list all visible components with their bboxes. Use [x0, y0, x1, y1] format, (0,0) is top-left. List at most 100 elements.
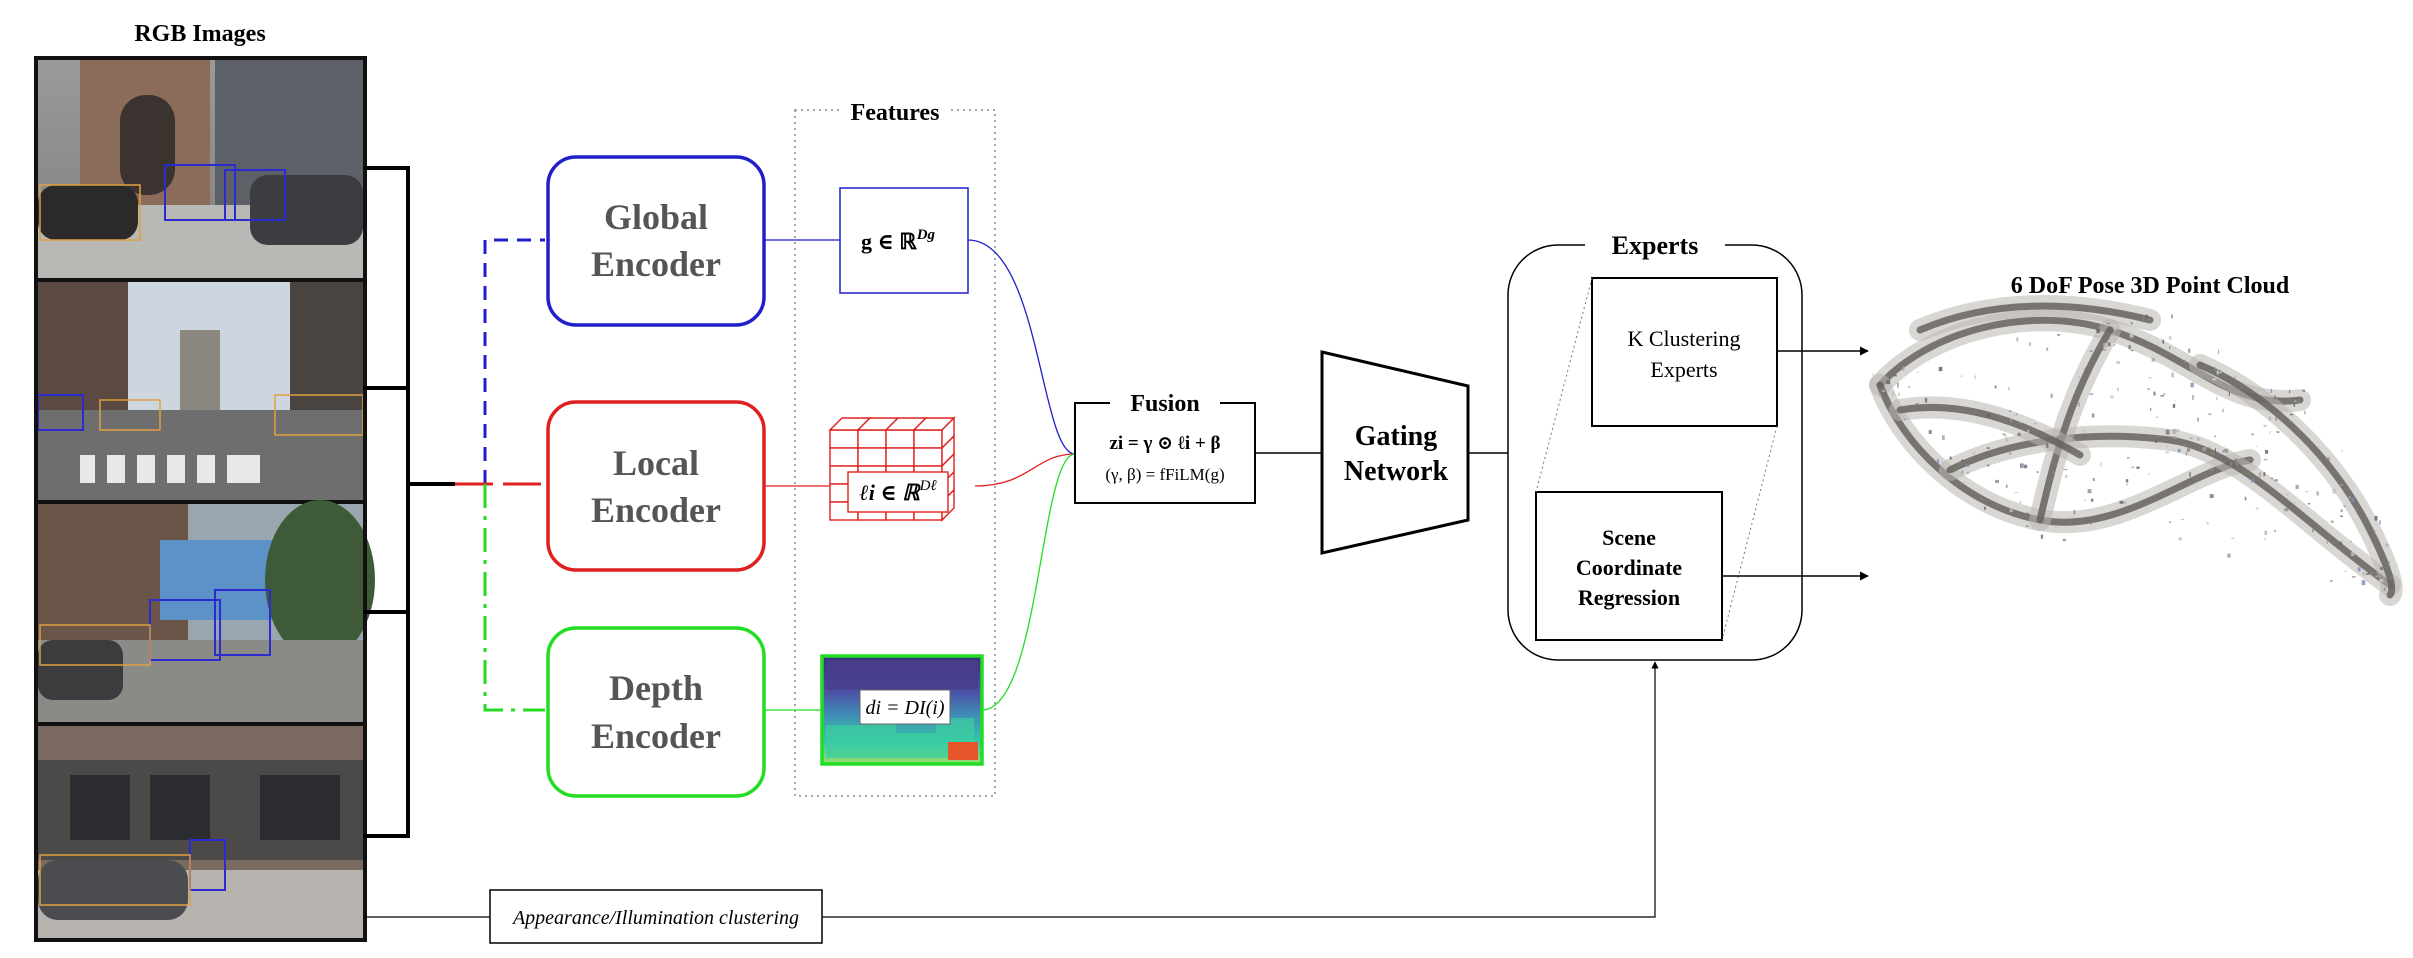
- cloud-point: [2008, 387, 2010, 391]
- cloud-street-core: [2196, 361, 2396, 599]
- cloud-point: [2250, 478, 2255, 483]
- global-encoder-line1: Global: [604, 197, 708, 237]
- tensor-cell: [857, 429, 887, 449]
- cloud-point: [2063, 469, 2068, 471]
- cloud-point: [2256, 445, 2258, 448]
- scr-line1: Scene: [1602, 525, 1656, 550]
- cloud-point: [2150, 407, 2152, 411]
- cloud-point: [2098, 324, 2100, 328]
- cloud-point: [2092, 478, 2095, 481]
- cloud-point: [1897, 392, 1900, 396]
- cloud-point: [2165, 444, 2169, 449]
- cloud-point: [2177, 448, 2181, 453]
- cloud-point: [2163, 430, 2166, 432]
- cloud-point: [2189, 472, 2191, 477]
- cloud-point: [2151, 358, 2156, 362]
- cloud-point: [2222, 449, 2225, 453]
- cloud-point: [2082, 428, 2086, 434]
- cloud-point: [2263, 472, 2266, 477]
- cloud-point: [2107, 342, 2111, 347]
- cloud-point: [2312, 529, 2314, 533]
- rgb-image-4: [38, 726, 363, 940]
- cloud-point: [2019, 501, 2022, 504]
- cloud-point: [2251, 433, 2254, 436]
- cloud-point: [2100, 461, 2102, 467]
- cloud-point: [2184, 359, 2186, 363]
- cloud-point: [2174, 399, 2176, 402]
- cloud-point: [2040, 534, 2044, 539]
- cloud-point: [2020, 463, 2024, 468]
- cloud-point: [2065, 475, 2068, 478]
- cloud-point: [2285, 493, 2289, 496]
- cloud-point: [2216, 370, 2219, 375]
- cloud-point: [2096, 328, 2100, 333]
- cloud-point: [2052, 471, 2055, 474]
- cloud-point: [2192, 395, 2194, 400]
- cloud-point: [2302, 389, 2305, 392]
- cloud-point: [2083, 499, 2086, 502]
- cloud-point: [2304, 410, 2306, 415]
- cloud-point: [1938, 366, 1943, 372]
- cloud-point: [2208, 446, 2211, 449]
- cloud-point: [1949, 456, 1952, 460]
- cloud-point: [1960, 375, 1963, 378]
- cloud-point: [2212, 378, 2217, 381]
- k-clustering-box: [1591, 277, 1778, 427]
- global-feature-sup: Dg: [916, 227, 936, 243]
- depth-encoder: Depth Encoder: [546, 626, 766, 798]
- cloud-point: [2292, 502, 2297, 504]
- cloud-point: [2178, 537, 2182, 541]
- fusion-title: Fusion: [1130, 391, 1199, 417]
- cloud-point: [2270, 388, 2273, 393]
- local-encoder: Local Encoder: [546, 400, 766, 572]
- tensor-cell: [885, 447, 915, 467]
- cloud-point: [2273, 530, 2276, 532]
- cloud-point: [1984, 506, 1986, 510]
- cloud-point: [2351, 576, 2356, 578]
- cloud-point: [2148, 319, 2150, 321]
- scr-line3: Regression: [1578, 585, 1680, 610]
- cloud-point: [2128, 345, 2131, 350]
- cloud-point: [2131, 350, 2134, 352]
- cloud-point: [2056, 437, 2059, 439]
- cloud-point: [2123, 502, 2127, 504]
- cloud-point: [1972, 451, 1976, 455]
- cloud-point: [2026, 512, 2029, 515]
- cloud-point: [2142, 316, 2144, 322]
- cloud-point: [2156, 416, 2158, 418]
- cloud-point: [1948, 473, 1953, 475]
- cloud-point: [2027, 429, 2030, 434]
- cloud-point: [2108, 333, 2113, 335]
- cloud-point: [2340, 509, 2343, 513]
- cloud-point: [2330, 580, 2333, 582]
- cloud-point: [2114, 344, 2116, 346]
- cloud-point: [1961, 482, 1964, 485]
- cloud-point: [2218, 349, 2220, 354]
- cloud-point: [2269, 431, 2271, 435]
- cloud-point: [2112, 333, 2114, 336]
- cloud-point: [2145, 314, 2148, 319]
- cloud-point: [2113, 325, 2117, 331]
- cloud-point: [1995, 479, 1999, 483]
- cloud-point: [2206, 522, 2209, 525]
- fusion-eq1: zi = γ ⊙ ℓi + β: [1109, 433, 1220, 454]
- depth-encoder-line1: Depth: [609, 668, 703, 708]
- cloud-point: [2036, 471, 2039, 473]
- cloud-point: [2216, 396, 2218, 401]
- cloud-point: [2377, 537, 2379, 539]
- cloud-point: [2274, 395, 2276, 400]
- cloud-point: [2274, 479, 2278, 482]
- cloud-point: [2169, 521, 2172, 523]
- cloud-point: [2228, 469, 2231, 474]
- cloud-point: [1961, 470, 1963, 474]
- cloud-point: [2351, 552, 2355, 556]
- cloud-point: [2125, 479, 2129, 483]
- cloud-point: [2211, 452, 2216, 455]
- appearance-to-experts-line: [822, 661, 1659, 918]
- cloud-point: [2185, 452, 2188, 456]
- cloud-point: [2005, 484, 2008, 488]
- cloud-point: [2224, 449, 2227, 452]
- cloud-point: [2023, 464, 2028, 469]
- tensor-cell: [885, 429, 915, 449]
- cloud-point: [2148, 377, 2152, 379]
